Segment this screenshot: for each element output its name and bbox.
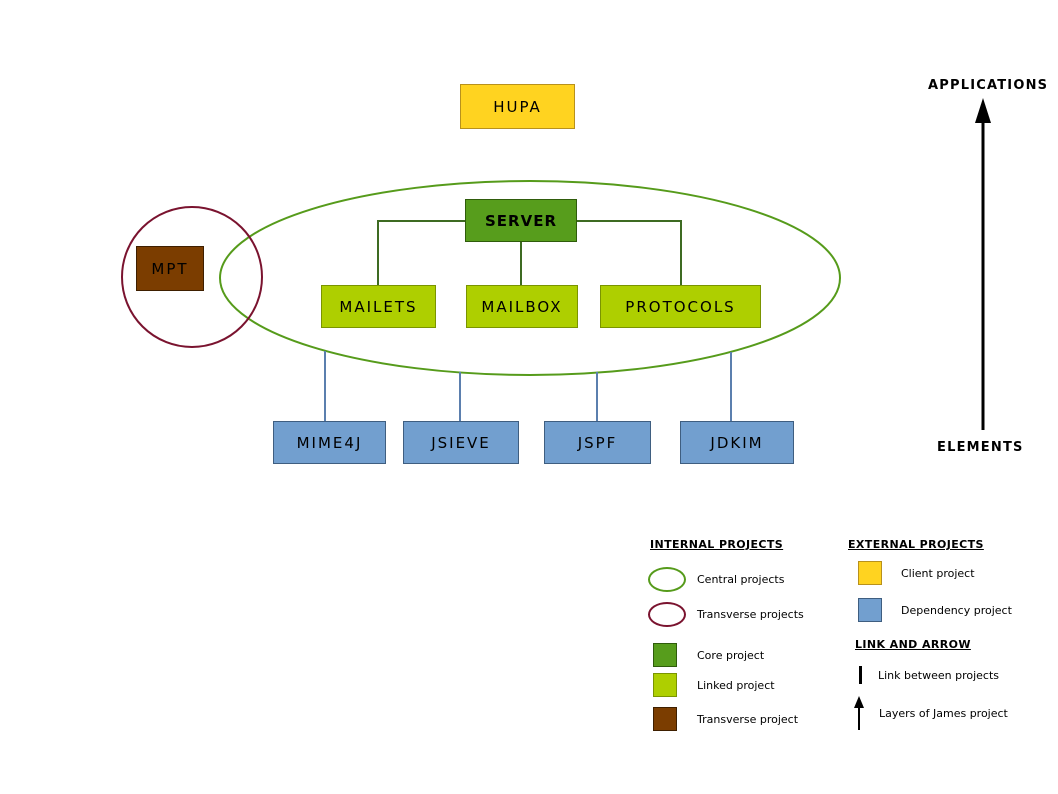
node-jsieve: JSIEVE — [403, 421, 519, 464]
legend-item-link-between-projects: Link between projects — [859, 666, 999, 684]
legend-label: Central projects — [697, 573, 785, 586]
node-hupa: HUPA — [460, 84, 575, 129]
legend-item-central-projects: Central projects — [648, 567, 784, 592]
maroon-ellipse-icon — [648, 602, 686, 627]
legend-item-core-project: Core project — [648, 643, 764, 667]
central-projects-ellipse — [219, 180, 841, 376]
green-ellipse-icon — [648, 567, 686, 592]
legend-item-client-project: Client project — [858, 561, 975, 585]
legend-item-transverse-project: Transverse project — [648, 707, 798, 731]
external-projects-title: EXTERNAL PROJECTS — [848, 538, 984, 551]
legend-item-transverse-projects: Transverse projects — [648, 602, 804, 627]
legend-item-linked-project: Linked project — [648, 673, 775, 697]
vertical-line-icon — [859, 666, 862, 684]
node-mailbox: MAILBOX — [466, 285, 578, 328]
up-arrow-icon — [854, 696, 864, 730]
server-protocols-link — [577, 220, 682, 285]
elements-label: ELEMENTS — [937, 440, 1024, 455]
node-protocols: PROTOCOLS — [600, 285, 761, 328]
legend-item-layers-of-james: Layers of James project — [853, 696, 1008, 730]
link-and-arrow-title: LINK AND ARROW — [855, 638, 971, 651]
node-mime4j: MIME4J — [273, 421, 386, 464]
layers-arrow-head-icon — [975, 98, 991, 123]
legend-label: Transverse project — [697, 712, 799, 726]
server-mailets-link — [377, 220, 465, 285]
green-square-icon — [653, 643, 677, 667]
yellow-square-icon — [858, 561, 882, 585]
yellowgreen-square-icon — [653, 673, 677, 697]
node-mpt: MPT — [136, 246, 204, 291]
legend-label: Transverse projects — [697, 608, 804, 621]
legend-label: Layers of James project — [879, 706, 1008, 720]
applications-label: APPLICATIONS — [928, 78, 1049, 93]
node-jspf: JSPF — [544, 421, 651, 464]
brown-square-icon — [653, 707, 677, 731]
transverse-projects-circle — [121, 206, 263, 348]
legend-item-dependency-project: Dependency project — [858, 598, 1012, 622]
legend-label: Linked project — [697, 678, 775, 692]
legend-label: Dependency project — [901, 603, 1012, 617]
legend-label: Client project — [901, 566, 975, 580]
node-mailets: MAILETS — [321, 285, 436, 328]
legend-label: Link between projects — [878, 668, 999, 682]
node-jdkim: JDKIM — [680, 421, 794, 464]
legend-label: Core project — [697, 648, 765, 662]
node-server: SERVER — [465, 199, 577, 242]
blue-square-icon — [858, 598, 882, 622]
internal-projects-title: INTERNAL PROJECTS — [650, 538, 784, 551]
